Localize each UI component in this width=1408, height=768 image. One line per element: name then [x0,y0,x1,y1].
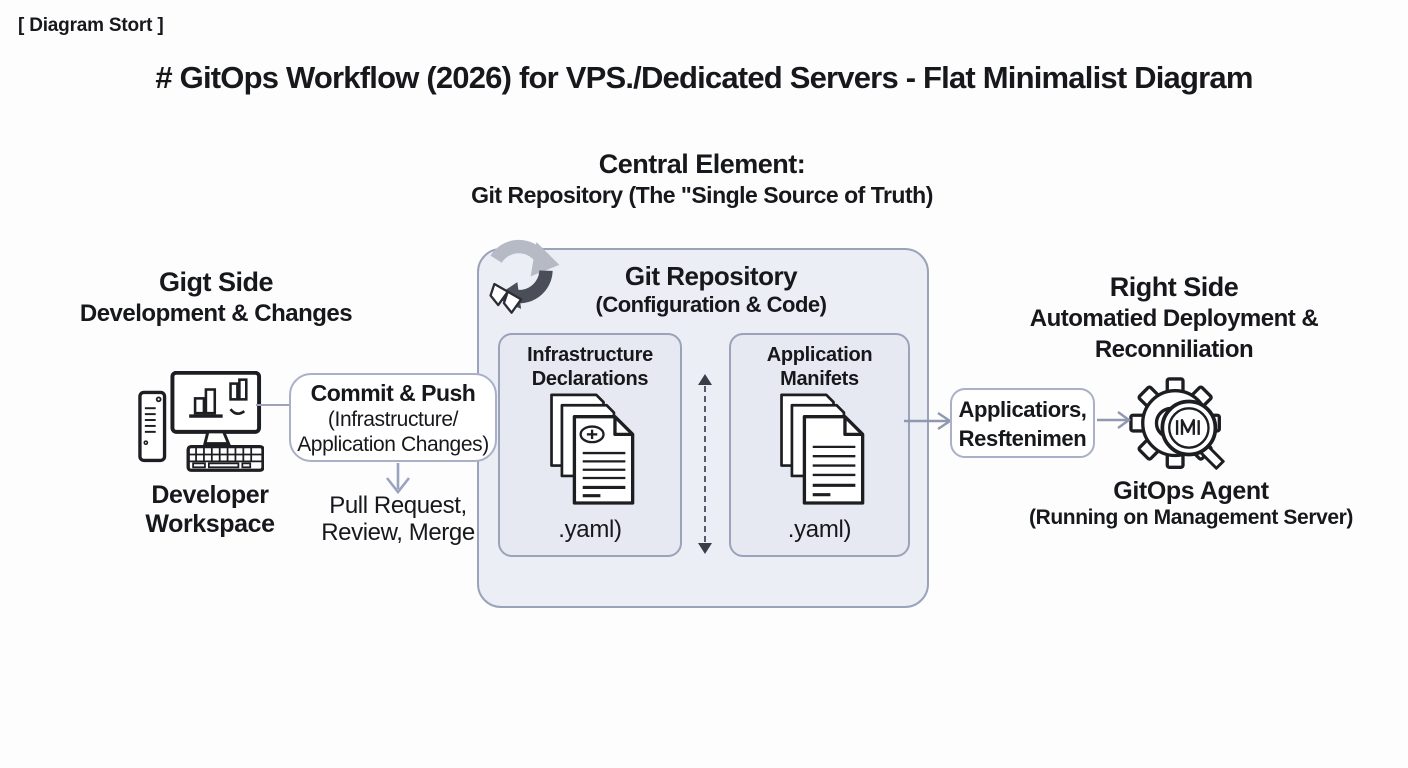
arrow-up-head [698,374,712,385]
central-heading-line1: Central Element: [598,149,806,179]
application-yaml-label: .yaml) [787,516,852,543]
document-stack-icon [779,393,864,505]
right-side-heading: Right Side Automatied Deployment & Recon… [1008,272,1340,365]
down-arrow-icon [385,463,411,495]
commit-push-box: Commit & Push (Infrastructure/ Applicati… [289,373,497,462]
left-heading-line1: Gigt Side [158,267,274,297]
application-label: Application Manifets [766,344,873,390]
applications-box: Applicatiors, Resftenimen [950,388,1095,458]
git-repository-subtitle: (Configuration & Code) [595,292,827,317]
right-heading-line1: Right Side [1109,272,1239,302]
developer-workstation-icon [138,371,264,472]
left-side-heading: Gigt Side Development & Changes [40,267,392,329]
application-manifests-box: Application Manifets [729,333,910,557]
arrow-down-head [698,543,712,554]
gear-magnifier-icon [1129,377,1225,470]
infrastructure-label: Infrastructure Declarations [527,344,653,390]
git-repository-title: Git Repository [624,261,798,291]
diagram-title: # GitOps Workflow (2026) for VPS./Dedica… [155,60,1253,95]
central-heading-line2: Git Repository (The "Single Source of Tr… [471,182,933,208]
document-stack-plus-icon [550,393,635,505]
infrastructure-declarations-box: Infrastructure Declarations [498,333,682,557]
right-arrow-icon [1097,411,1132,429]
right-heading-line3: Reconniliation [1094,336,1254,363]
pull-request-label: Pull Request, Review, Merge [321,492,475,546]
central-element-heading: Central Element: Git Repository (The "Si… [402,149,1002,211]
right-heading-line2: Automatied Deployment & [1029,305,1319,332]
diagram-start-label: [ Diagram Stort ] [18,15,164,36]
developer-workspace-label: Developer Workspace [145,481,275,538]
gitops-agent-label: GitOps Agent (Running on Management Serv… [1028,477,1354,529]
right-arrow-icon [904,412,953,430]
bidirectional-dashed-arrow [698,374,712,554]
sync-circular-arrows-icon [489,239,560,314]
workstation-to-commit-connector [256,404,290,406]
commit-push-label: Commit & Push [310,380,476,406]
git-repository-panel: Git Repository (Configuration & Code) In… [477,248,929,608]
left-heading-line2: Development & Changes [79,300,353,327]
infrastructure-yaml-label: .yaml) [558,516,622,543]
